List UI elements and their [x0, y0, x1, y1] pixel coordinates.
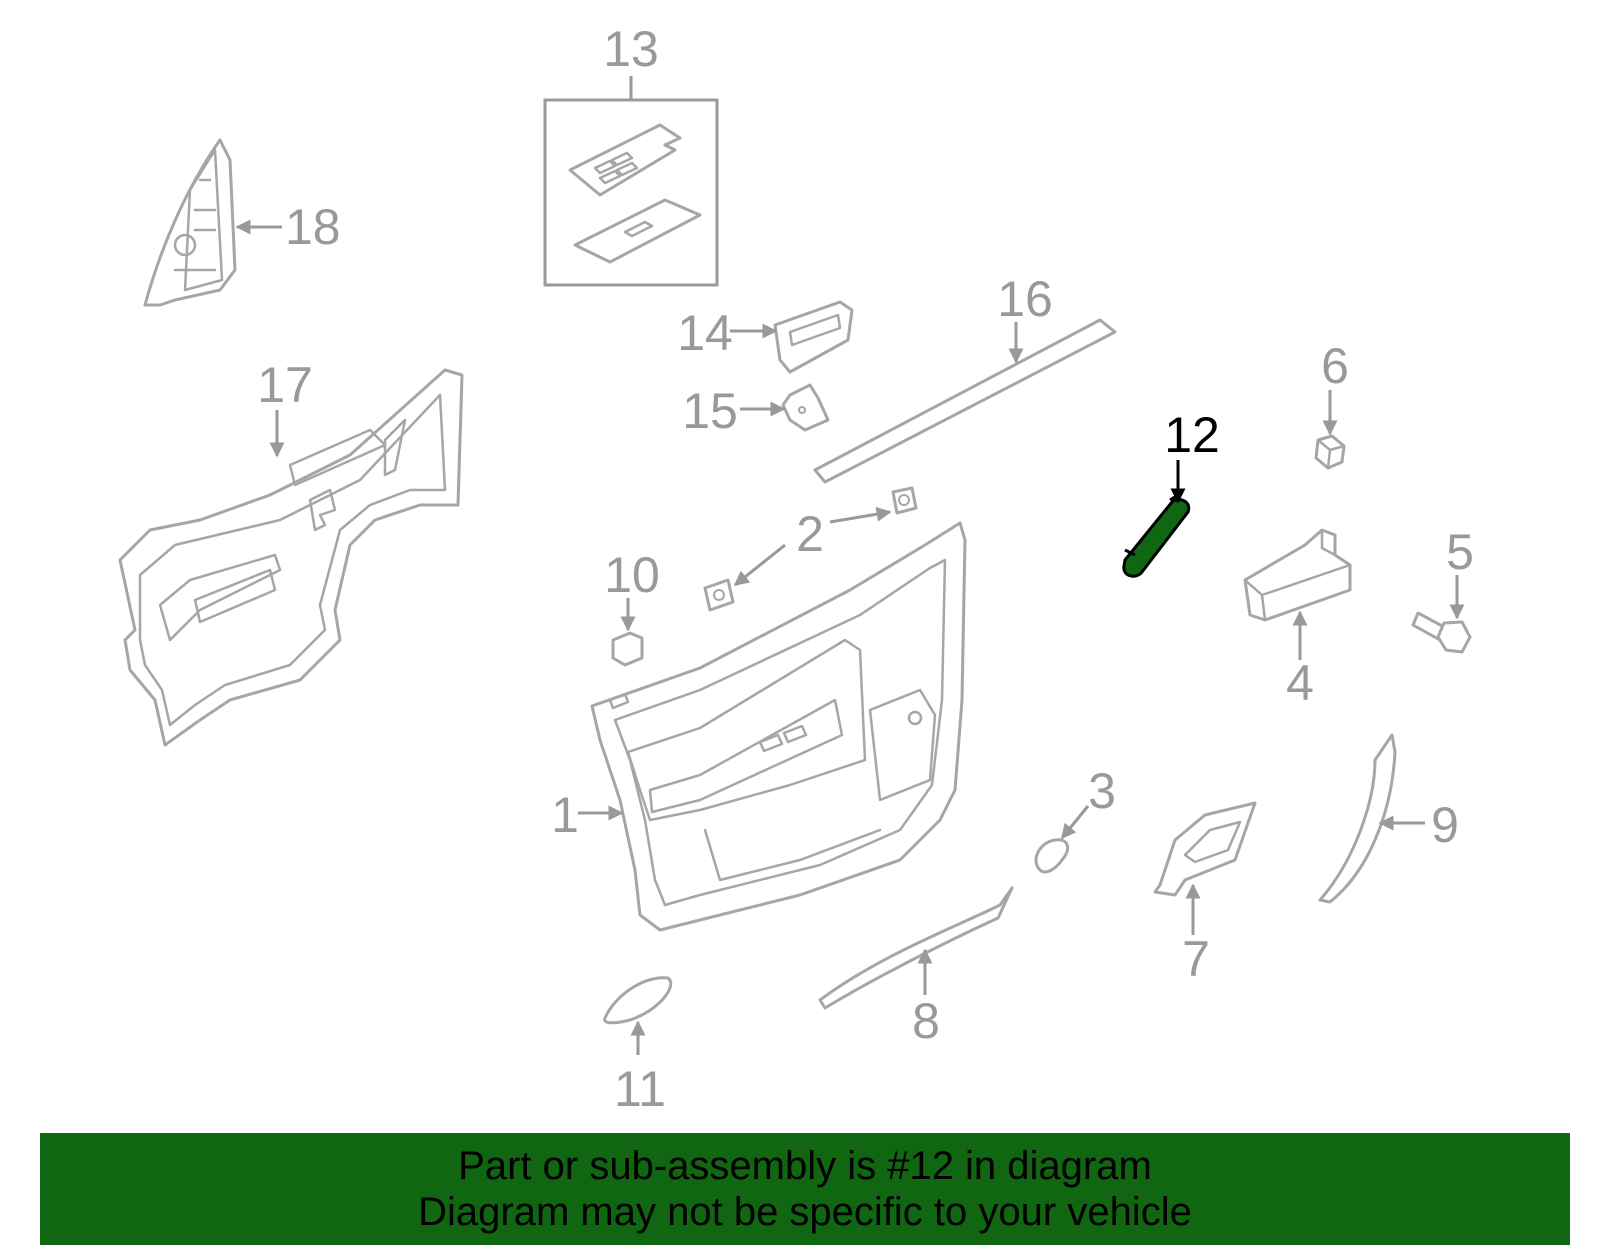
callout-3: 3 [1088, 763, 1116, 819]
info-banner: Part or sub-assembly is #12 in diagram D… [40, 1133, 1570, 1245]
callout-2: 2 [796, 506, 824, 562]
part-11-grille[interactable] [603, 976, 673, 1025]
callout-4: 4 [1286, 655, 1314, 711]
part-1-front-door-panel[interactable] [590, 521, 967, 932]
leader-2b [829, 506, 892, 524]
callout-11: 11 [614, 1061, 666, 1117]
callout-18: 18 [285, 199, 341, 255]
part-13-switch-kit[interactable] [543, 98, 719, 287]
part-10-plug[interactable] [611, 631, 644, 667]
callout-9: 9 [1431, 797, 1459, 853]
parts-diagram: 13 18 17 14 15 16 6 12 5 4 2 10 1 3 7 9 … [118, 21, 1474, 1117]
callout-12: 12 [1164, 407, 1220, 463]
part-18-inner-frame[interactable] [143, 138, 237, 307]
part-5-bolt[interactable] [1411, 611, 1472, 654]
banner-line-2: Diagram may not be specific to your vehi… [418, 1190, 1192, 1234]
callout-13: 13 [603, 21, 659, 77]
part-6-nut[interactable] [1314, 434, 1346, 470]
callout-6: 6 [1321, 338, 1349, 394]
part-14-bezel[interactable] [773, 300, 854, 374]
part-12-handle-highlighted[interactable] [1122, 493, 1191, 578]
callout-10: 10 [604, 547, 660, 603]
callout-17: 17 [257, 357, 313, 413]
part-9-pillar-trim[interactable] [1318, 733, 1397, 904]
callout-14: 14 [677, 305, 733, 361]
callout-8: 8 [912, 993, 940, 1049]
part-17-rear-door-panel[interactable] [118, 368, 464, 747]
part-4-bracket[interactable] [1243, 528, 1352, 622]
part-2-clips[interactable] [703, 486, 918, 612]
callout-5: 5 [1446, 524, 1474, 580]
part-3-lens[interactable] [1034, 838, 1070, 874]
callout-7: 7 [1182, 931, 1210, 987]
banner-line-1: Part or sub-assembly is #12 in diagram [458, 1144, 1152, 1188]
callout-15: 15 [682, 383, 738, 439]
part-7-inside-handle[interactable] [1153, 801, 1257, 897]
part-15-bracket[interactable] [781, 383, 830, 432]
part-16-weatherstrip[interactable] [813, 318, 1117, 484]
leader-2a [733, 543, 786, 587]
leader-3 [1060, 805, 1090, 840]
part-8-trim-strip[interactable] [818, 886, 1014, 1010]
callout-1: 1 [551, 787, 579, 843]
callout-16: 16 [997, 271, 1053, 327]
